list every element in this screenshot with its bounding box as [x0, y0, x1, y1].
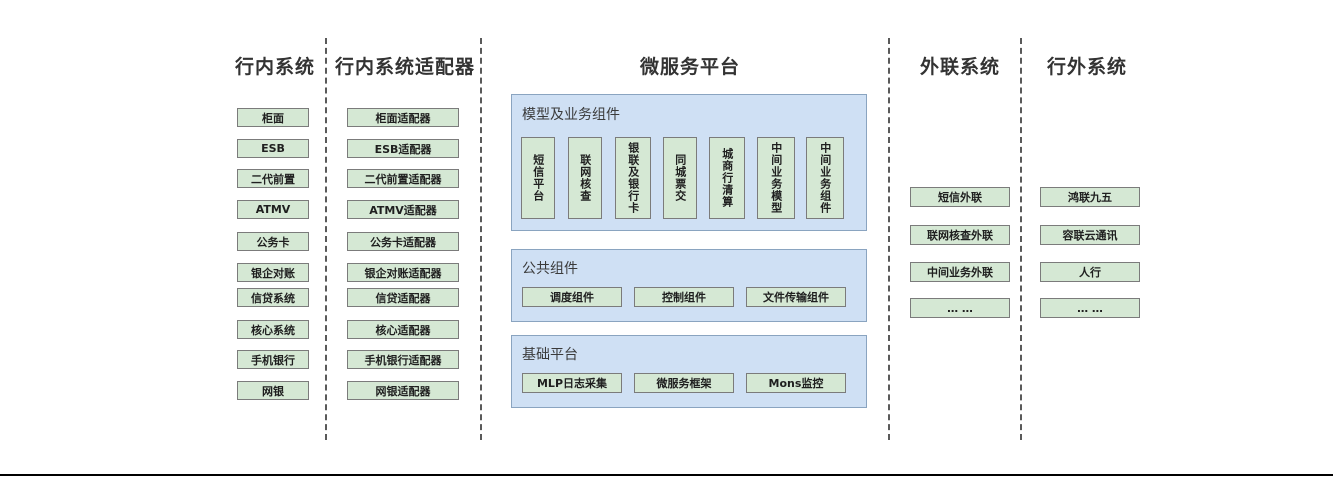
node-intra-system-10[interactable]: 网银 [237, 381, 309, 400]
node-outside-bank-2[interactable]: 容联云通讯 [1040, 225, 1140, 245]
panel-base-platform [511, 335, 867, 408]
node-intra-adapter-3[interactable]: 二代前置适配器 [347, 169, 459, 188]
node-intra-adapter-2[interactable]: ESB适配器 [347, 139, 459, 158]
column-divider-2 [480, 38, 482, 440]
node-intra-adapter-10[interactable]: 网银适配器 [347, 381, 459, 400]
column-title-microservice-platform: 微服务平台 [639, 56, 740, 78]
node-model-component-6[interactable]: 中间业务模型 [757, 137, 795, 219]
panel-title-base-platform: 基础平台 [522, 347, 578, 363]
node-model-component-3[interactable]: 银联及银行卡 [615, 137, 651, 219]
node-intra-adapter-5[interactable]: 公务卡适配器 [347, 232, 459, 251]
node-intra-system-5[interactable]: 公务卡 [237, 232, 309, 251]
node-model-component-2[interactable]: 联网核查 [568, 137, 602, 219]
node-external-link-4[interactable]: … … [910, 298, 1010, 318]
node-intra-adapter-6[interactable]: 银企对账适配器 [347, 263, 459, 282]
node-intra-system-8[interactable]: 核心系统 [237, 320, 309, 339]
node-intra-system-7[interactable]: 信贷系统 [237, 288, 309, 307]
node-model-component-7[interactable]: 中间业务组件 [806, 137, 844, 219]
column-divider-1 [325, 38, 327, 440]
node-intra-adapter-9[interactable]: 手机银行适配器 [347, 350, 459, 369]
panel-title-model-business-components: 模型及业务组件 [522, 107, 620, 123]
node-outside-bank-1[interactable]: 鸿联九五 [1040, 187, 1140, 207]
node-outside-bank-3[interactable]: 人行 [1040, 262, 1140, 282]
node-external-link-1[interactable]: 短信外联 [910, 187, 1010, 207]
node-base-platform-1[interactable]: MLP日志采集 [522, 373, 622, 393]
node-intra-adapter-7[interactable]: 信贷适配器 [347, 288, 459, 307]
node-intra-system-3[interactable]: 二代前置 [237, 169, 309, 188]
node-outside-bank-4[interactable]: … … [1040, 298, 1140, 318]
node-public-component-3[interactable]: 文件传输组件 [746, 287, 846, 307]
node-intra-adapter-8[interactable]: 核心适配器 [347, 320, 459, 339]
column-divider-4 [1020, 38, 1022, 440]
node-intra-system-1[interactable]: 柜面 [237, 108, 309, 127]
column-title-intra-bank-systems: 行内系统 [234, 56, 315, 78]
node-public-component-2[interactable]: 控制组件 [634, 287, 734, 307]
column-title-external-link-systems: 外联系统 [919, 56, 1000, 78]
node-base-platform-3[interactable]: Mons监控 [746, 373, 846, 393]
node-intra-system-6[interactable]: 银企对账 [237, 263, 309, 282]
column-title-outside-bank-systems: 行外系统 [1046, 56, 1127, 78]
node-model-component-4[interactable]: 同城票交 [663, 137, 697, 219]
bottom-divider [0, 474, 1333, 476]
node-model-component-5[interactable]: 城商行清算 [709, 137, 745, 219]
node-intra-system-2[interactable]: ESB [237, 139, 309, 158]
node-model-component-1[interactable]: 短信平台 [521, 137, 555, 219]
node-intra-adapter-4[interactable]: ATMV适配器 [347, 200, 459, 219]
node-external-link-2[interactable]: 联网核查外联 [910, 225, 1010, 245]
node-intra-system-9[interactable]: 手机银行 [237, 350, 309, 369]
node-external-link-3[interactable]: 中间业务外联 [910, 262, 1010, 282]
panel-public-components [511, 249, 867, 322]
node-base-platform-2[interactable]: 微服务框架 [634, 373, 734, 393]
node-public-component-1[interactable]: 调度组件 [522, 287, 622, 307]
column-title-intra-bank-adapters: 行内系统适配器 [334, 56, 475, 78]
node-intra-adapter-1[interactable]: 柜面适配器 [347, 108, 459, 127]
node-intra-system-4[interactable]: ATMV [237, 200, 309, 219]
column-divider-3 [888, 38, 890, 440]
panel-title-public-components: 公共组件 [522, 261, 578, 277]
